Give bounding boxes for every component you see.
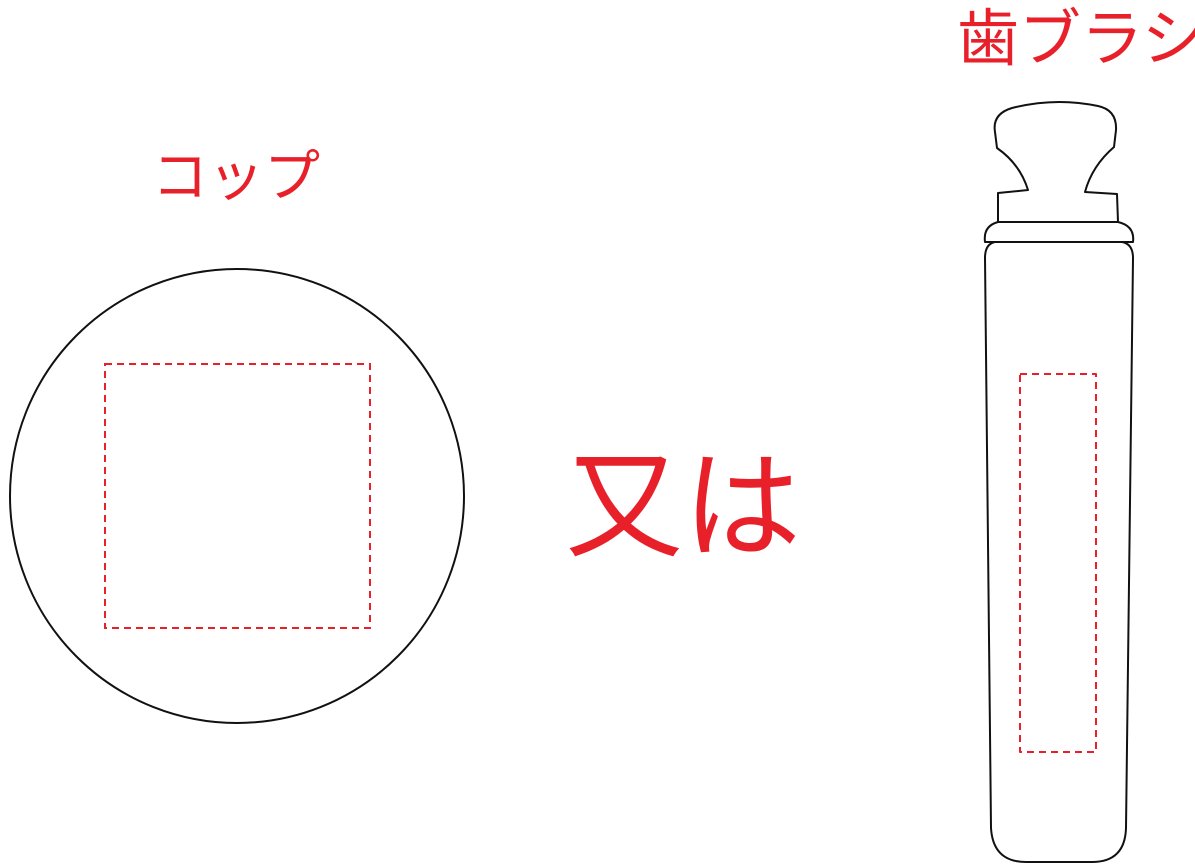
cup-print-area <box>104 363 371 629</box>
cup-label: コップ <box>152 145 320 210</box>
cup-outline <box>9 268 465 724</box>
toothbrush-collar <box>983 221 1135 243</box>
toothbrush-head <box>993 101 1119 223</box>
toothbrush-figure <box>983 101 1135 863</box>
or-connector-text: 又は <box>565 438 802 576</box>
cup-figure <box>9 268 465 724</box>
toothbrush-handle <box>984 241 1134 863</box>
toothbrush-print-area <box>1019 373 1097 753</box>
toothbrush-label: 歯ブラシ <box>957 2 1195 75</box>
